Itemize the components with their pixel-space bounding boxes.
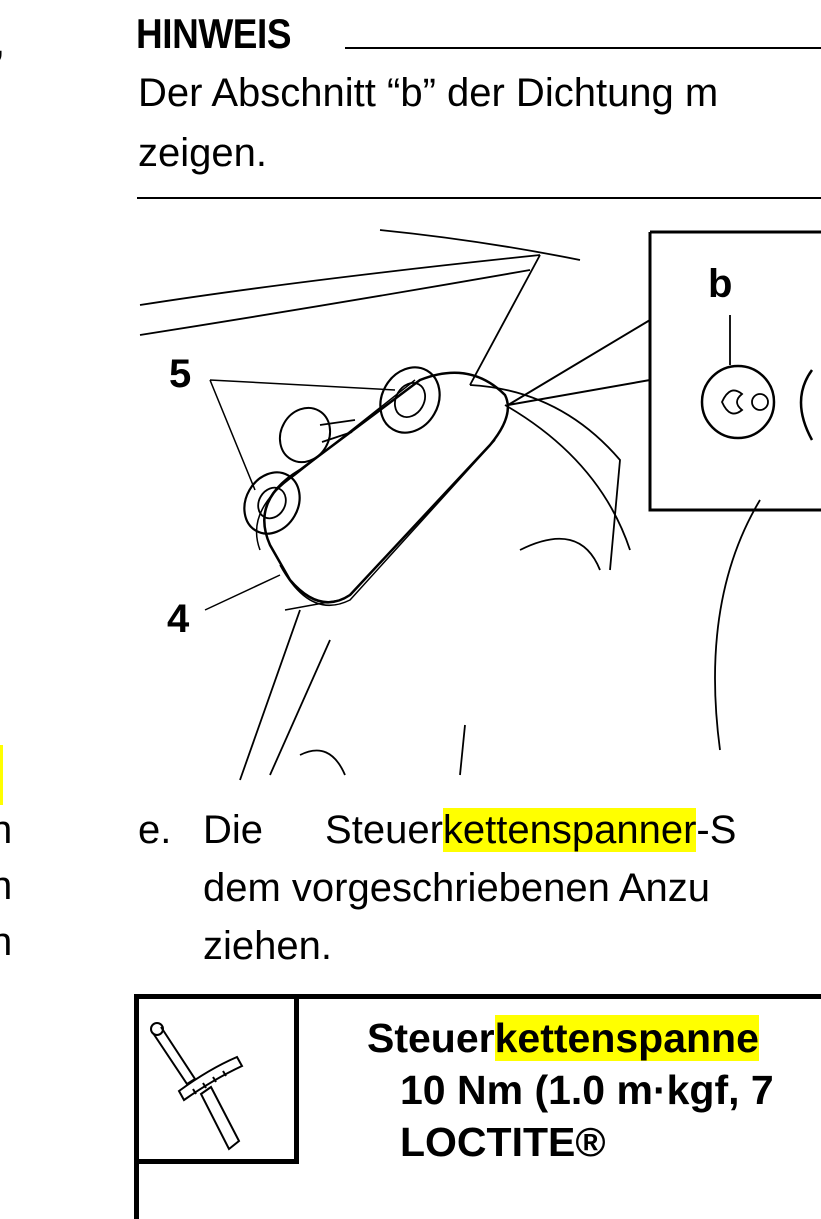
- step-marker: e.: [138, 808, 172, 852]
- spec-torque-value: 10 Nm (1.0 m·kgf, 7: [400, 1067, 774, 1113]
- left-fragment-comma: ,: [0, 12, 5, 72]
- gasket-diagram: [139, 229, 821, 781]
- spec-title: Steuerkettenspanne: [367, 1012, 759, 1064]
- step-e-line-3: ziehen.: [203, 924, 332, 968]
- callout-label-4: 4: [167, 597, 190, 641]
- spec-title-prefix: Steuer: [367, 1015, 495, 1061]
- torque-wrench-icon: [150, 1022, 244, 1151]
- spec-sealant: LOCTITE®: [400, 1119, 606, 1165]
- callout-label-5: 5: [169, 352, 192, 396]
- step-word-steuer: Steuer: [325, 808, 443, 852]
- step-e-line-2: dem vorgeschriebenen Anzu: [203, 866, 710, 910]
- note-heading: HINWEIS: [136, 10, 292, 57]
- left-fragment-hyphen: -: [0, 745, 4, 805]
- note-heading-rule: [345, 47, 821, 49]
- step-word-die: Die: [203, 808, 264, 852]
- left-fragment-n: n: [0, 864, 13, 908]
- highlighted-term: kettenspanne: [494, 1015, 759, 1061]
- left-fragment-n: n: [0, 808, 13, 852]
- note-line-2: zeigen.: [138, 131, 267, 175]
- callout-label-b: b: [708, 262, 733, 306]
- note-line-1: Der Abschnitt “b” der Dichtung m: [138, 71, 719, 115]
- torque-icon-cell: [134, 994, 299, 1164]
- left-fragment-n: n: [0, 920, 13, 964]
- note-end-rule: [137, 197, 821, 199]
- highlighted-term: kettenspanner: [442, 808, 697, 852]
- step-word-rest: -S: [696, 808, 737, 852]
- step-e-line-1: Die Steuerkettenspanner-S: [203, 800, 736, 860]
